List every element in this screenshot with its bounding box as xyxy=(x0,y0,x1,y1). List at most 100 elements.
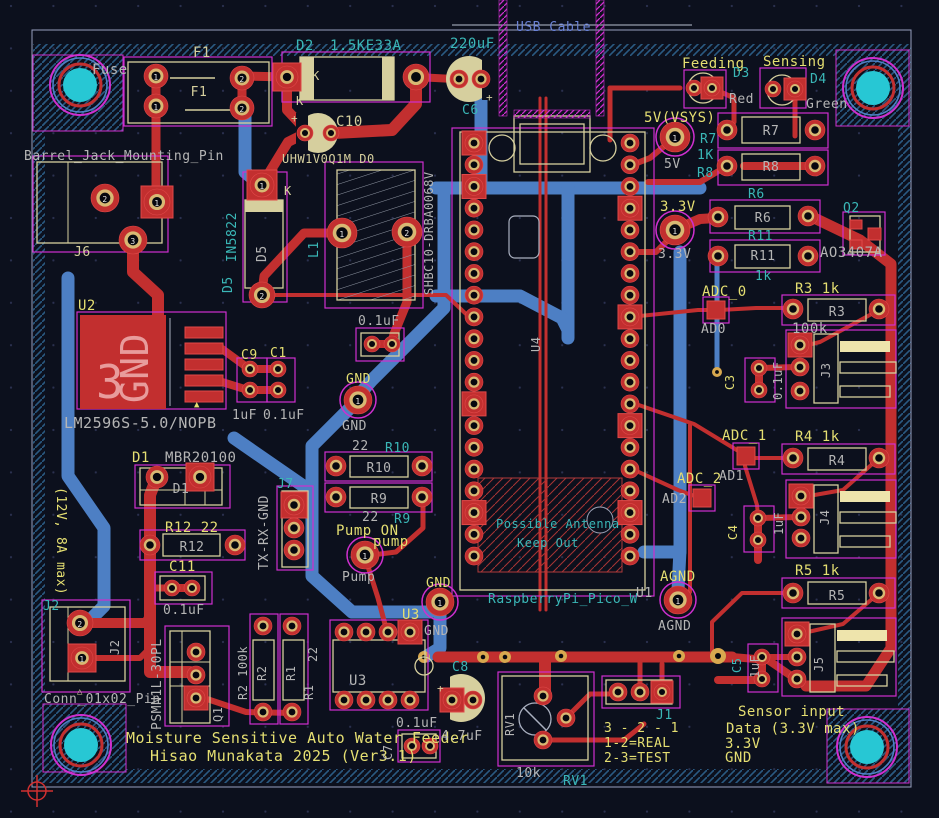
component-fill[interactable] xyxy=(382,57,394,100)
courtyard[interactable] xyxy=(743,505,775,553)
adc0-pad[interactable] xyxy=(706,300,726,320)
q2-pad[interactable] xyxy=(867,227,882,241)
component-outline[interactable] xyxy=(839,535,891,548)
label-u2-pin3[interactable]: 3 xyxy=(96,355,124,409)
label-j2[interactable]: J2 xyxy=(43,599,60,614)
courtyard[interactable] xyxy=(781,577,896,609)
pico-courtyard[interactable] xyxy=(451,127,655,597)
label-f1-ref[interactable]: F1 xyxy=(193,45,211,61)
trace-front-copper[interactable] xyxy=(801,456,881,499)
r6-body[interactable] xyxy=(734,205,791,230)
label-c4-val[interactable]: 1uF xyxy=(772,512,786,535)
flash-chip[interactable] xyxy=(508,215,540,259)
label-33v-b[interactable]: 3.3V xyxy=(725,736,761,752)
u2-pad[interactable] xyxy=(184,326,224,339)
label-usb-cable[interactable]: USB Cable xyxy=(516,20,591,35)
trace-front-copper[interactable] xyxy=(92,645,153,661)
label-j2-g[interactable]: J2 xyxy=(108,640,122,655)
pad-num[interactable]: 2 xyxy=(77,620,82,629)
label-pump-net[interactable]: pump xyxy=(373,534,409,550)
pad-num[interactable]: 1 xyxy=(339,230,344,239)
label-ad2[interactable]: AD2 xyxy=(662,492,687,507)
label-d5-ref[interactable]: D5 xyxy=(221,276,236,293)
label-pump[interactable]: Pump xyxy=(342,570,375,585)
fuse-body[interactable] xyxy=(127,61,270,124)
label-ad1[interactable]: AD1 xyxy=(719,469,744,484)
pad-num[interactable]: 1 xyxy=(154,199,159,208)
courtyard[interactable] xyxy=(702,296,730,324)
pad-num[interactable]: 1 xyxy=(153,73,158,82)
trace-front-copper[interactable] xyxy=(75,611,155,628)
r2-body[interactable] xyxy=(252,639,275,701)
courtyard[interactable] xyxy=(781,294,896,326)
label-u2-gnd[interactable]: GND xyxy=(113,333,157,403)
label-j4[interactable]: J4 xyxy=(818,510,832,525)
r11-body[interactable] xyxy=(734,244,791,269)
label-adc0[interactable]: ADC_0 xyxy=(702,284,747,300)
r1-body[interactable] xyxy=(282,639,305,701)
label-q2[interactable]: Q2 xyxy=(843,201,860,216)
q1-courtyard[interactable] xyxy=(164,625,230,727)
u2-pad[interactable] xyxy=(184,374,224,387)
label-sensor-input[interactable]: Sensor input xyxy=(738,704,845,720)
q2-pad[interactable] xyxy=(849,219,863,230)
label-r7[interactable]: R7 xyxy=(763,124,780,139)
trace-back-copper[interactable] xyxy=(61,271,111,627)
component-outline[interactable] xyxy=(839,361,897,374)
courtyard[interactable] xyxy=(781,443,896,475)
label-c3[interactable]: C3 xyxy=(723,375,737,390)
label-j5[interactable]: J5 xyxy=(812,657,826,672)
j5-courtyard[interactable] xyxy=(781,617,897,697)
fuse-courtyard[interactable] xyxy=(123,56,273,127)
q1-body[interactable] xyxy=(169,630,211,724)
j2-body[interactable] xyxy=(49,606,126,682)
u3-body[interactable] xyxy=(332,639,426,693)
label-u1[interactable]: U1 xyxy=(636,586,653,601)
label-1k-r11[interactable]: 1k xyxy=(755,269,772,284)
label-c8[interactable]: C8 xyxy=(452,660,469,675)
label-gnd-b[interactable]: GND xyxy=(725,750,752,766)
label-c11-val[interactable]: 0.1uF xyxy=(163,603,205,618)
label-k2[interactable]: K xyxy=(296,94,304,108)
pad-num[interactable]: 2 xyxy=(102,195,107,204)
label-c5[interactable]: C5 xyxy=(730,658,744,673)
trace-front-copper[interactable] xyxy=(628,400,742,454)
label-u2-arrow[interactable]: ▲ xyxy=(194,400,200,410)
label-d2-ref[interactable]: D2 xyxy=(296,38,314,54)
label-conn[interactable]: Conn_01x02_Pin xyxy=(44,692,161,707)
component-fill[interactable] xyxy=(300,57,314,100)
label-u2[interactable]: U2 xyxy=(78,298,96,314)
label-plus-c10[interactable]: + xyxy=(291,112,298,125)
courtyard[interactable] xyxy=(154,571,213,605)
pad-num[interactable]: 1 xyxy=(672,227,677,236)
label-u3[interactable]: U3 xyxy=(349,673,367,689)
pad-num[interactable]: 1 xyxy=(355,397,360,406)
label-ao3407a[interactable]: AO3407A xyxy=(820,245,883,261)
label-12v-8a[interactable]: (12V, 8A max) xyxy=(53,487,68,595)
label-gnd-g1[interactable]: GND xyxy=(342,419,367,434)
pad-num[interactable]: 1 xyxy=(437,599,442,608)
l1-courtyard[interactable] xyxy=(324,161,424,309)
label-c7[interactable]: C7 xyxy=(381,745,395,760)
label-r1-val[interactable]: 22 xyxy=(306,647,320,662)
label-u4[interactable]: U4 xyxy=(529,337,543,352)
label-pump-on[interactable]: Pump_ON xyxy=(336,523,399,539)
pad-num[interactable]: 3 xyxy=(130,237,135,246)
label-r1-ref[interactable]: R1 xyxy=(302,685,316,700)
label-ad0[interactable]: AD0 xyxy=(701,322,726,337)
label-l1[interactable]: L1 xyxy=(307,241,322,258)
label-d5[interactable]: D5 xyxy=(255,245,270,262)
label-5v-vsys[interactable]: 5V(VSYS) xyxy=(644,110,715,126)
trace-back-copper[interactable] xyxy=(305,395,437,619)
label-psmn[interactable]: PSMN1L-30PL xyxy=(150,638,165,730)
label-22-r9[interactable]: 22 xyxy=(362,510,379,525)
rv1-body[interactable] xyxy=(501,675,589,761)
label-r6-ref[interactable]: R6 xyxy=(748,187,765,202)
pad-num[interactable]: 1 xyxy=(362,552,367,561)
pad-num[interactable]: 1 xyxy=(79,655,84,664)
courtyard[interactable] xyxy=(732,442,760,470)
label-1k-r8[interactable]: 1K xyxy=(697,148,714,163)
courtyard[interactable] xyxy=(355,327,405,362)
label-title[interactable]: Moisture Sensitive Auto Water Feeder xyxy=(126,729,469,747)
